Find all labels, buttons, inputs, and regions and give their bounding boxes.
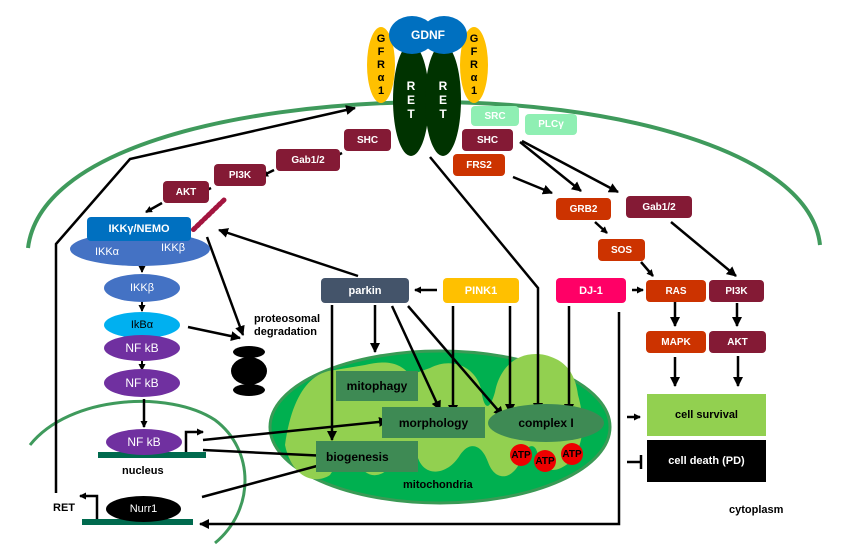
arrow-gab-to-pi3k [670, 221, 737, 277]
node-pi3k-left: PI3K [214, 164, 266, 186]
mito-biogenesis: biogenesis [316, 441, 418, 472]
ret-receptor-right [425, 44, 461, 156]
nucleus-label: nucleus [122, 465, 164, 477]
node-pink1: PINK1 [443, 278, 519, 303]
arrow-parkin-to-ikk [218, 228, 359, 278]
arrow-ret-gene-to-receptor [54, 105, 356, 493]
outcome-cell-survival: cell survival [647, 394, 766, 436]
arrow-frs2-to-grb2 [512, 175, 553, 195]
node-mapk: MAPK [646, 331, 706, 353]
proteasome-label-2: degradation [254, 326, 317, 338]
akt-inhibition-dotted [190, 197, 227, 233]
arrow-shc-to-gab [521, 139, 619, 194]
node-ikk-beta: IKKβ [104, 274, 180, 302]
mitochondria-label: mitochondria [403, 479, 473, 491]
cytoplasm-label: cytoplasm [729, 504, 784, 516]
proteasome-icon [231, 346, 267, 396]
arrow-ret-to-complex1 [429, 156, 543, 413]
arrow-nfkb-to-biogenesis [202, 448, 329, 461]
nurr1-promoter-arrow [79, 492, 99, 521]
nuclear-membrane [28, 399, 247, 545]
node-frs2: FRS2 [453, 154, 505, 176]
node-dj1: DJ-1 [556, 278, 626, 303]
gdnf-ligand-right [421, 16, 467, 54]
node-akt-left: AKT [163, 181, 209, 203]
ret-right-label: R E T [438, 79, 448, 121]
node-nurr1: Nurr1 [106, 496, 181, 522]
node-plcg: PLCγ [525, 114, 577, 135]
node-ikb-alpha: IkBα [104, 312, 180, 338]
node-parkin: parkin [321, 278, 409, 303]
node-src: SRC [471, 106, 519, 126]
node-nfkb-1: NF kB [104, 335, 180, 361]
node-akt-right: AKT [709, 331, 766, 353]
gfra1-right-label: G F R α 1 [469, 32, 479, 97]
arrow-nurr1-to-biogenesis [201, 460, 329, 499]
node-gab-right: Gab1/2 [626, 196, 692, 218]
node-pi3k-right: PI3K [709, 280, 764, 302]
ret-left-label: R E T [406, 79, 416, 121]
arrow-ikk-to-proteasome [205, 236, 245, 336]
arrow-ikb-to-proteasome [187, 325, 241, 342]
node-gab-left: Gab1/2 [276, 149, 340, 171]
proteasome-label-1: proteosomal [254, 313, 321, 325]
node-ikk-nemo: IKKγ/NEMO [87, 217, 191, 241]
ret-gene-label: RET [53, 502, 75, 514]
node-sos: SOS [598, 239, 645, 261]
arrow-parkin-to-morphology [390, 305, 442, 411]
nfkb-promoter-arrow [184, 428, 204, 452]
dna-strand-nurr1 [82, 519, 193, 525]
gdnf-label: GDNF [411, 28, 445, 42]
outcome-cell-death: cell death (PD) [647, 440, 766, 482]
arrow-grb2-to-sos [594, 221, 608, 234]
node-shc-right: SHC [462, 129, 513, 151]
arrow-shc-to-grb2 [519, 141, 582, 192]
arrow-parkin-to-complex1 [407, 305, 504, 417]
mito-mitophagy: mitophagy [336, 371, 418, 401]
gfra1-left-label: G F R α 1 [376, 32, 386, 97]
atp-1: ATP [510, 444, 532, 466]
arrow-sos-to-ras [640, 261, 654, 277]
node-shc-left: SHC [344, 129, 391, 151]
dna-strand-nfkb [98, 452, 206, 458]
atp-2: ATP [534, 450, 556, 472]
arrow-akt-to-nemo [145, 201, 163, 214]
node-grb2: GRB2 [556, 198, 611, 220]
node-nfkb-2: NF kB [104, 369, 180, 397]
node-ikk-beta-complex: IKKβ [160, 242, 186, 254]
arrow-dj1-to-nurr1 [199, 312, 621, 529]
mito-morphology: morphology [382, 407, 485, 438]
node-ikk-alpha: IKKα [94, 246, 120, 258]
ret-receptor-left [393, 44, 429, 156]
mito-complex1: complex I [488, 404, 604, 442]
atp-3: ATP [561, 443, 583, 465]
arrow-nfkb-to-morphology [202, 416, 389, 442]
node-nfkb-nucleus: NF kB [106, 429, 182, 455]
node-ras: RAS [646, 280, 706, 302]
